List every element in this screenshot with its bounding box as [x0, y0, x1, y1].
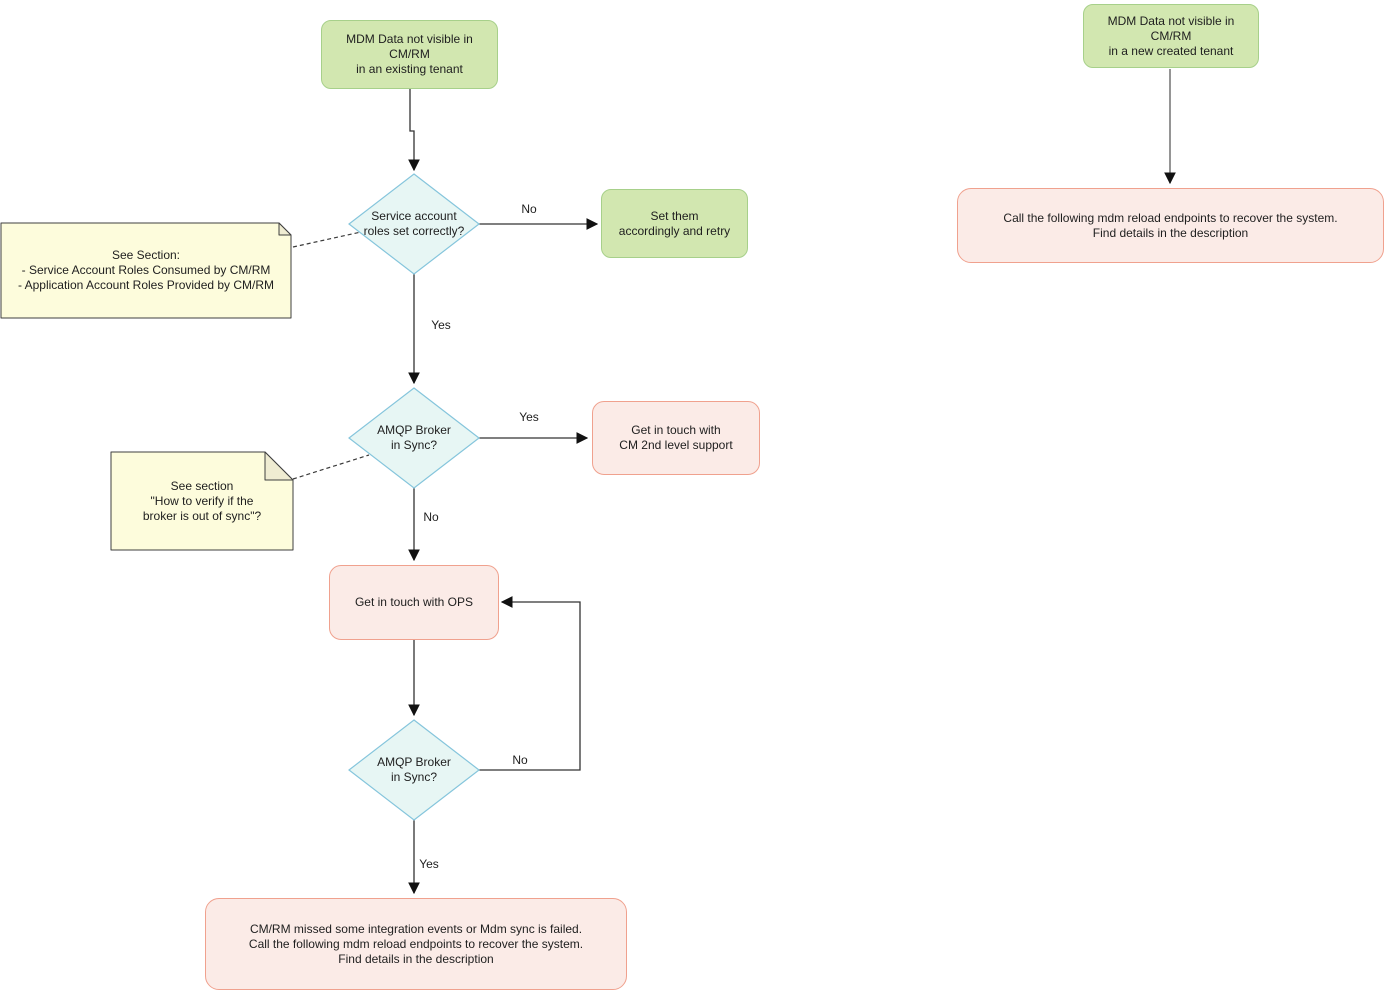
node-reload-new-label: Call the following mdm reload endpoints … — [1003, 210, 1338, 240]
node-note-broker: See section "How to verify if the broker… — [111, 452, 293, 550]
node-decision-roles-label: Service account roles set correctly? — [363, 209, 465, 238]
node-reload-existing: CM/RM missed some integration events or … — [205, 898, 627, 990]
edge-label-amqp2-no: No — [512, 753, 528, 767]
node-start-new: MDM Data not visible in CM/RM in a new c… — [1083, 4, 1259, 68]
note-link-roles — [292, 231, 362, 248]
node-cm-support: Get in touch with CM 2nd level support — [592, 401, 760, 475]
node-cm-support-label: Get in touch with CM 2nd level support — [619, 423, 733, 452]
node-decision-amqp2-label: AMQP Broker in Sync? — [377, 755, 451, 784]
edge-label-amqp2-yes: Yes — [419, 857, 439, 871]
edge-label-roles-yes: Yes — [431, 318, 451, 332]
edge-label-amqp1-no: No — [423, 510, 439, 524]
note-shape-broker — [110, 451, 294, 551]
node-ops: Get in touch with OPS — [329, 565, 499, 640]
edge-start-existing-to-decision-roles — [408, 89, 420, 172]
node-start-existing-label: MDM Data not visible in CM/RM in an exis… — [346, 32, 473, 76]
edge-label-amqp1-yes: Yes — [519, 410, 539, 424]
node-set-retry: Set them accordingly and retry — [601, 189, 748, 258]
node-decision-amqp2: AMQP Broker in Sync? — [349, 720, 479, 820]
diamond-decision-roles — [348, 173, 480, 275]
diamond-decision-amqp1 — [348, 387, 480, 489]
node-start-existing: MDM Data not visible in CM/RM in an exis… — [321, 20, 498, 89]
note-link-broker — [292, 454, 370, 480]
node-set-retry-label: Set them accordingly and retry — [618, 208, 731, 238]
node-reload-existing-label: CM/RM missed some integration events or … — [248, 921, 584, 966]
edge-label-roles-no: No — [521, 202, 537, 216]
node-reload-new: Call the following mdm reload endpoints … — [957, 188, 1384, 263]
edge-amqp2-no-loop-to-ops — [479, 596, 581, 771]
note-fold-roles-icon — [278, 222, 292, 236]
node-decision-amqp1: AMQP Broker in Sync? — [349, 388, 479, 488]
diamond-decision-amqp2 — [348, 719, 480, 821]
node-decision-amqp1-label: AMQP Broker in Sync? — [377, 423, 451, 452]
node-ops-label: Get in touch with OPS — [354, 595, 474, 609]
node-note-broker-label: See section "How to verify if the broker… — [142, 478, 262, 523]
note-shape-roles — [0, 222, 292, 319]
node-start-new-label: MDM Data not visible in CM/RM in a new c… — [1107, 13, 1235, 58]
node-note-roles-label: See Section: - Service Account Roles Con… — [17, 248, 275, 292]
note-fold-broker-icon — [264, 451, 294, 481]
node-note-roles: See Section: - Service Account Roles Con… — [1, 223, 291, 318]
node-decision-roles: Service account roles set correctly? — [349, 174, 479, 274]
